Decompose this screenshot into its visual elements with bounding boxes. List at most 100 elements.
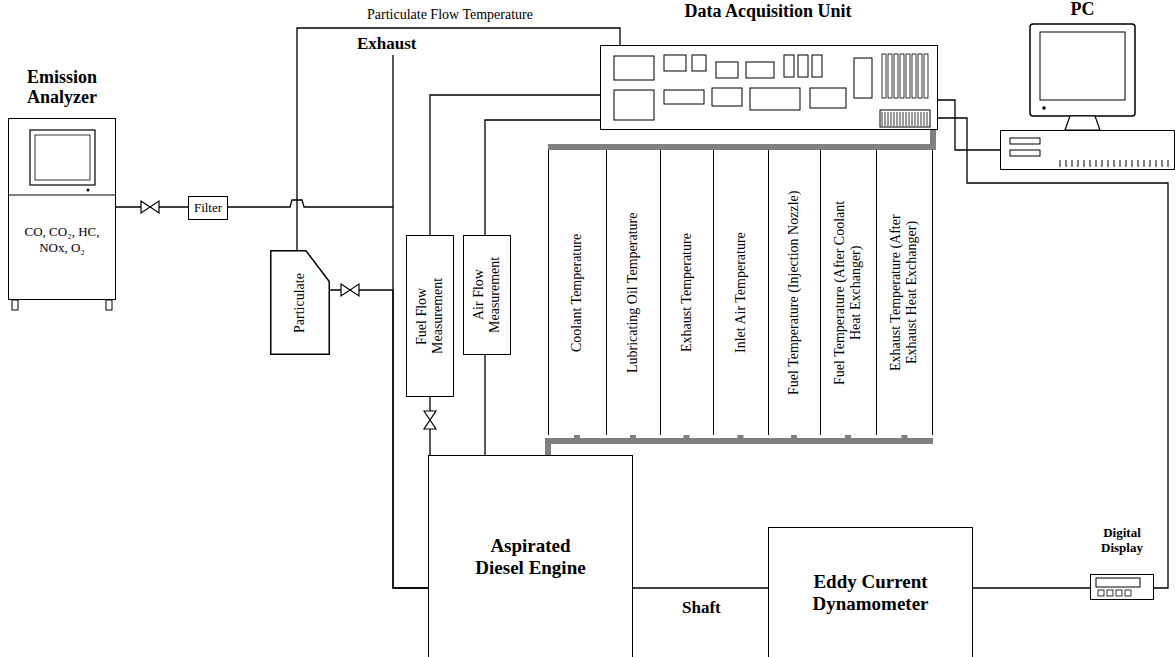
display-button	[1098, 590, 1104, 596]
board-chip	[712, 88, 742, 106]
process-box: Eddy Current Dynamometer	[768, 527, 973, 657]
board-slot	[918, 54, 922, 98]
analyzer-screen	[35, 135, 90, 180]
board-slot	[912, 54, 916, 98]
display-screen	[1096, 578, 1140, 587]
connector-line	[633, 587, 768, 588]
board-chip	[854, 58, 872, 98]
board-chip	[798, 55, 808, 77]
vent-slot	[1126, 160, 1127, 167]
vertical-label: Inlet Air Temperature	[733, 165, 749, 420]
analyzer-foot	[106, 300, 112, 310]
pipe-label: Exhaust	[357, 34, 417, 54]
connector-line	[973, 587, 1090, 588]
device-heading: Emission Analyzer	[12, 68, 112, 108]
box-label: Aspirated Diesel Engine	[473, 535, 588, 579]
vent-slot	[1162, 160, 1163, 167]
board-pin	[927, 112, 928, 126]
vertical-label: Exhaust Temperature	[679, 165, 695, 420]
vent-slot	[1138, 160, 1139, 167]
digital-display: Digital Display	[1088, 526, 1156, 606]
vent-slot	[1120, 160, 1121, 167]
board-chip	[614, 90, 654, 120]
vertical-label: Air Flow Measurement	[471, 240, 503, 350]
analyzer-screen	[30, 130, 95, 185]
vent-slot	[1084, 160, 1085, 167]
connector-line	[430, 95, 600, 235]
board-pin	[894, 112, 895, 126]
valve-symbol	[424, 411, 436, 429]
vent-slot	[1108, 160, 1109, 167]
process-box: Aspirated Diesel Engine	[428, 455, 633, 657]
personal-computer: PC	[1000, 0, 1175, 172]
vent-slot	[1156, 160, 1157, 167]
vertical-label: Fuel Flow Measurement	[414, 256, 446, 376]
board-pin	[897, 112, 898, 126]
valve-symbol	[341, 284, 359, 296]
board-chip	[812, 55, 822, 77]
board-chip	[746, 62, 774, 78]
gas-list: CO, CO₂, HC, NOx, O₂	[19, 224, 105, 257]
board-pin	[903, 112, 904, 126]
board-chip	[614, 56, 654, 80]
board-slot	[900, 54, 904, 98]
monitor-stand	[1065, 116, 1100, 130]
sensor-cable	[577, 130, 933, 150]
board-pin	[900, 112, 901, 126]
connector-line	[485, 120, 600, 235]
sensor-cell: Fuel Temperature (After Coolant Heat Exc…	[820, 150, 876, 435]
vertical-label: Fuel Temperature (After Coolant Heat Exc…	[832, 190, 864, 395]
monitor-button	[1042, 106, 1046, 110]
analyzer-knob	[87, 189, 90, 192]
vertical-label: Particulate	[292, 258, 308, 348]
sensor-cable	[794, 130, 933, 150]
board-pin	[906, 112, 907, 126]
sensor-cable	[741, 130, 934, 150]
board-connector	[880, 110, 930, 127]
connector-line	[228, 200, 428, 588]
board-pin	[912, 112, 913, 126]
sensor-cell: Coolant Temperature	[548, 150, 606, 435]
device-heading: Digital Display	[1091, 526, 1153, 556]
sensor-cable	[905, 130, 934, 150]
sensor-cell: Fuel Temperature (Injection Nozzle)	[768, 150, 820, 435]
board-slot	[894, 54, 898, 98]
board-pin	[924, 112, 925, 126]
particulate-outline	[271, 251, 330, 355]
vent-slot	[1078, 160, 1079, 167]
board-slot	[924, 54, 928, 98]
board-pin	[909, 112, 910, 126]
sensor-cable	[548, 435, 905, 455]
board-slot	[888, 54, 892, 98]
vent-slot	[1150, 160, 1151, 167]
emission-analyzer: Emission AnalyzerCO, CO₂, HC, NOx, O₂	[8, 66, 116, 312]
valve-symbol	[141, 201, 159, 213]
vertical-label: Fuel Temperature (Injection Nozzle)	[786, 165, 802, 420]
box-label: Eddy Current Dynamometer	[803, 571, 938, 615]
board-pin	[921, 112, 922, 126]
board-chip	[664, 55, 686, 71]
sensor-cell: Lubricating Oil Temperature	[606, 150, 660, 435]
vent-slot	[1060, 160, 1061, 167]
display-button	[1107, 590, 1113, 596]
vertical-label: Lubricating Oil Temperature	[625, 165, 641, 420]
measurement-box: Fuel Flow Measurement	[406, 235, 454, 397]
box-label: Filter	[194, 201, 222, 216]
board-chip	[692, 55, 706, 71]
node-picture	[1000, 0, 1175, 172]
connector-line	[297, 28, 620, 250]
vent-slot	[1066, 160, 1067, 167]
analyzer-divider	[8, 195, 116, 196]
measurement-box: Air Flow Measurement	[463, 235, 511, 355]
particulate-box: Particulate	[270, 250, 330, 355]
exhaust-pipe	[392, 55, 393, 207]
process-box: Filter	[188, 196, 228, 220]
device-heading: Data Acquisition Unit	[683, 2, 853, 22]
connector-label: Particulate Flow Temperature	[365, 7, 535, 23]
board-pin	[888, 112, 889, 126]
sensor-cable	[848, 130, 933, 150]
sensor-cell: Exhaust Temperature (After Exhaust Heat …	[876, 150, 933, 435]
vent-slot	[1102, 160, 1103, 167]
